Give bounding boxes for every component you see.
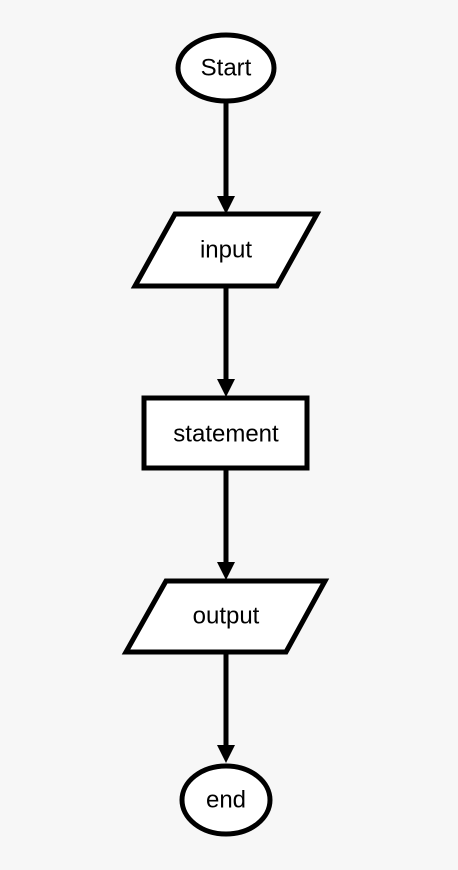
connector-input-to-statement — [217, 288, 235, 397]
arrowhead — [217, 562, 235, 580]
input-label: input — [200, 237, 252, 264]
input-node: input — [130, 211, 322, 289]
start-node: Start — [175, 32, 277, 104]
output-parallelogram-shape — [121, 578, 330, 655]
arrowhead — [217, 745, 235, 763]
connector-statement-to-output — [217, 470, 235, 580]
output-label: output — [193, 603, 260, 630]
end-label: end — [206, 787, 246, 814]
start-label: Start — [201, 55, 252, 82]
arrowhead — [217, 196, 235, 214]
statement-node: statement — [141, 395, 310, 471]
connector-output-to-end — [217, 654, 235, 763]
connector-start-to-input — [217, 103, 235, 214]
statement-process-shape — [141, 395, 310, 471]
statement-label: statement — [173, 421, 279, 448]
start-terminator-shape — [175, 32, 277, 104]
arrowhead — [217, 379, 235, 397]
output-node: output — [121, 578, 330, 655]
end-terminator-shape — [179, 763, 273, 837]
input-parallelogram-shape — [130, 211, 322, 289]
end-node: end — [179, 763, 273, 837]
connectors — [217, 103, 235, 763]
